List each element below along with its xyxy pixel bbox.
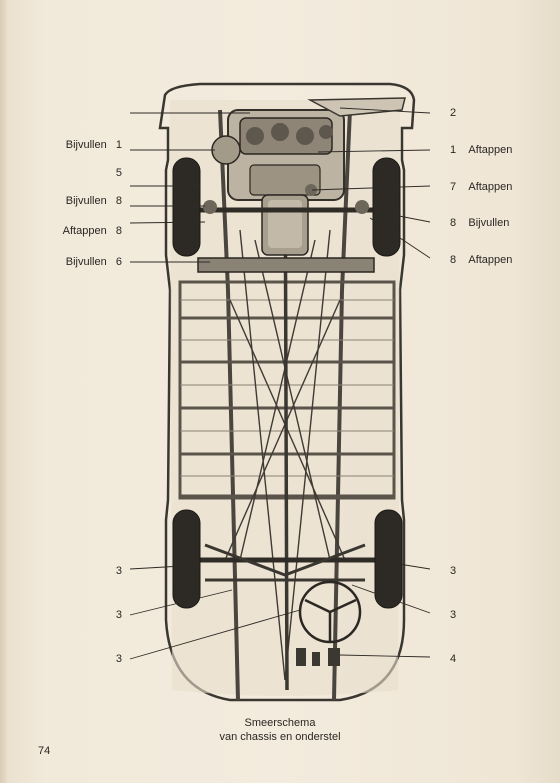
caption-title: Smeerschema (244, 717, 316, 729)
label-right-3a: 3 (450, 565, 457, 577)
front-wheel-hubs (203, 184, 369, 214)
label-right-8-aftappen: 8 Aftappen (450, 254, 513, 266)
label-right-1-aftappen: 1 Aftappen (450, 144, 513, 156)
page-number: 74 (38, 745, 51, 757)
label-left-6: Bijvullen 6 (65, 256, 122, 268)
label-left-3b: 3 (115, 609, 122, 621)
leader-lines (129, 107, 431, 660)
front-crossmember (197, 257, 375, 273)
label-right-4: 4 (450, 653, 457, 665)
label-right-2: 2 (450, 107, 457, 119)
label-left-8-bijvullen: Bijvullen 8 (65, 195, 122, 207)
pedals (296, 648, 340, 666)
label-right-3b: 3 (450, 609, 457, 621)
caption-subtitle: van chassis en onderstel (219, 731, 341, 743)
rear-wheels (172, 509, 403, 609)
brake-cables (224, 229, 346, 681)
label-left-8-aftappen: Aftappen 8 (62, 225, 122, 237)
label-right-7-aftappen: 7 Aftappen (450, 181, 513, 193)
label-left-3c: 3 (115, 653, 122, 665)
body-outline (158, 82, 416, 702)
rear-axle-struts (204, 543, 366, 582)
label-left-1: Bijvullen 1 (65, 139, 122, 151)
label-left-3a: 3 (115, 565, 122, 577)
gearbox (261, 194, 309, 256)
label-right-8-bijvullen: 8 Bijvullen (450, 217, 510, 229)
engine-block (211, 97, 406, 201)
steering-wheel-icon (298, 580, 362, 644)
page-gutter-shadow (0, 0, 8, 783)
front-wheels (172, 157, 401, 257)
label-left-5: 5 (115, 167, 122, 179)
